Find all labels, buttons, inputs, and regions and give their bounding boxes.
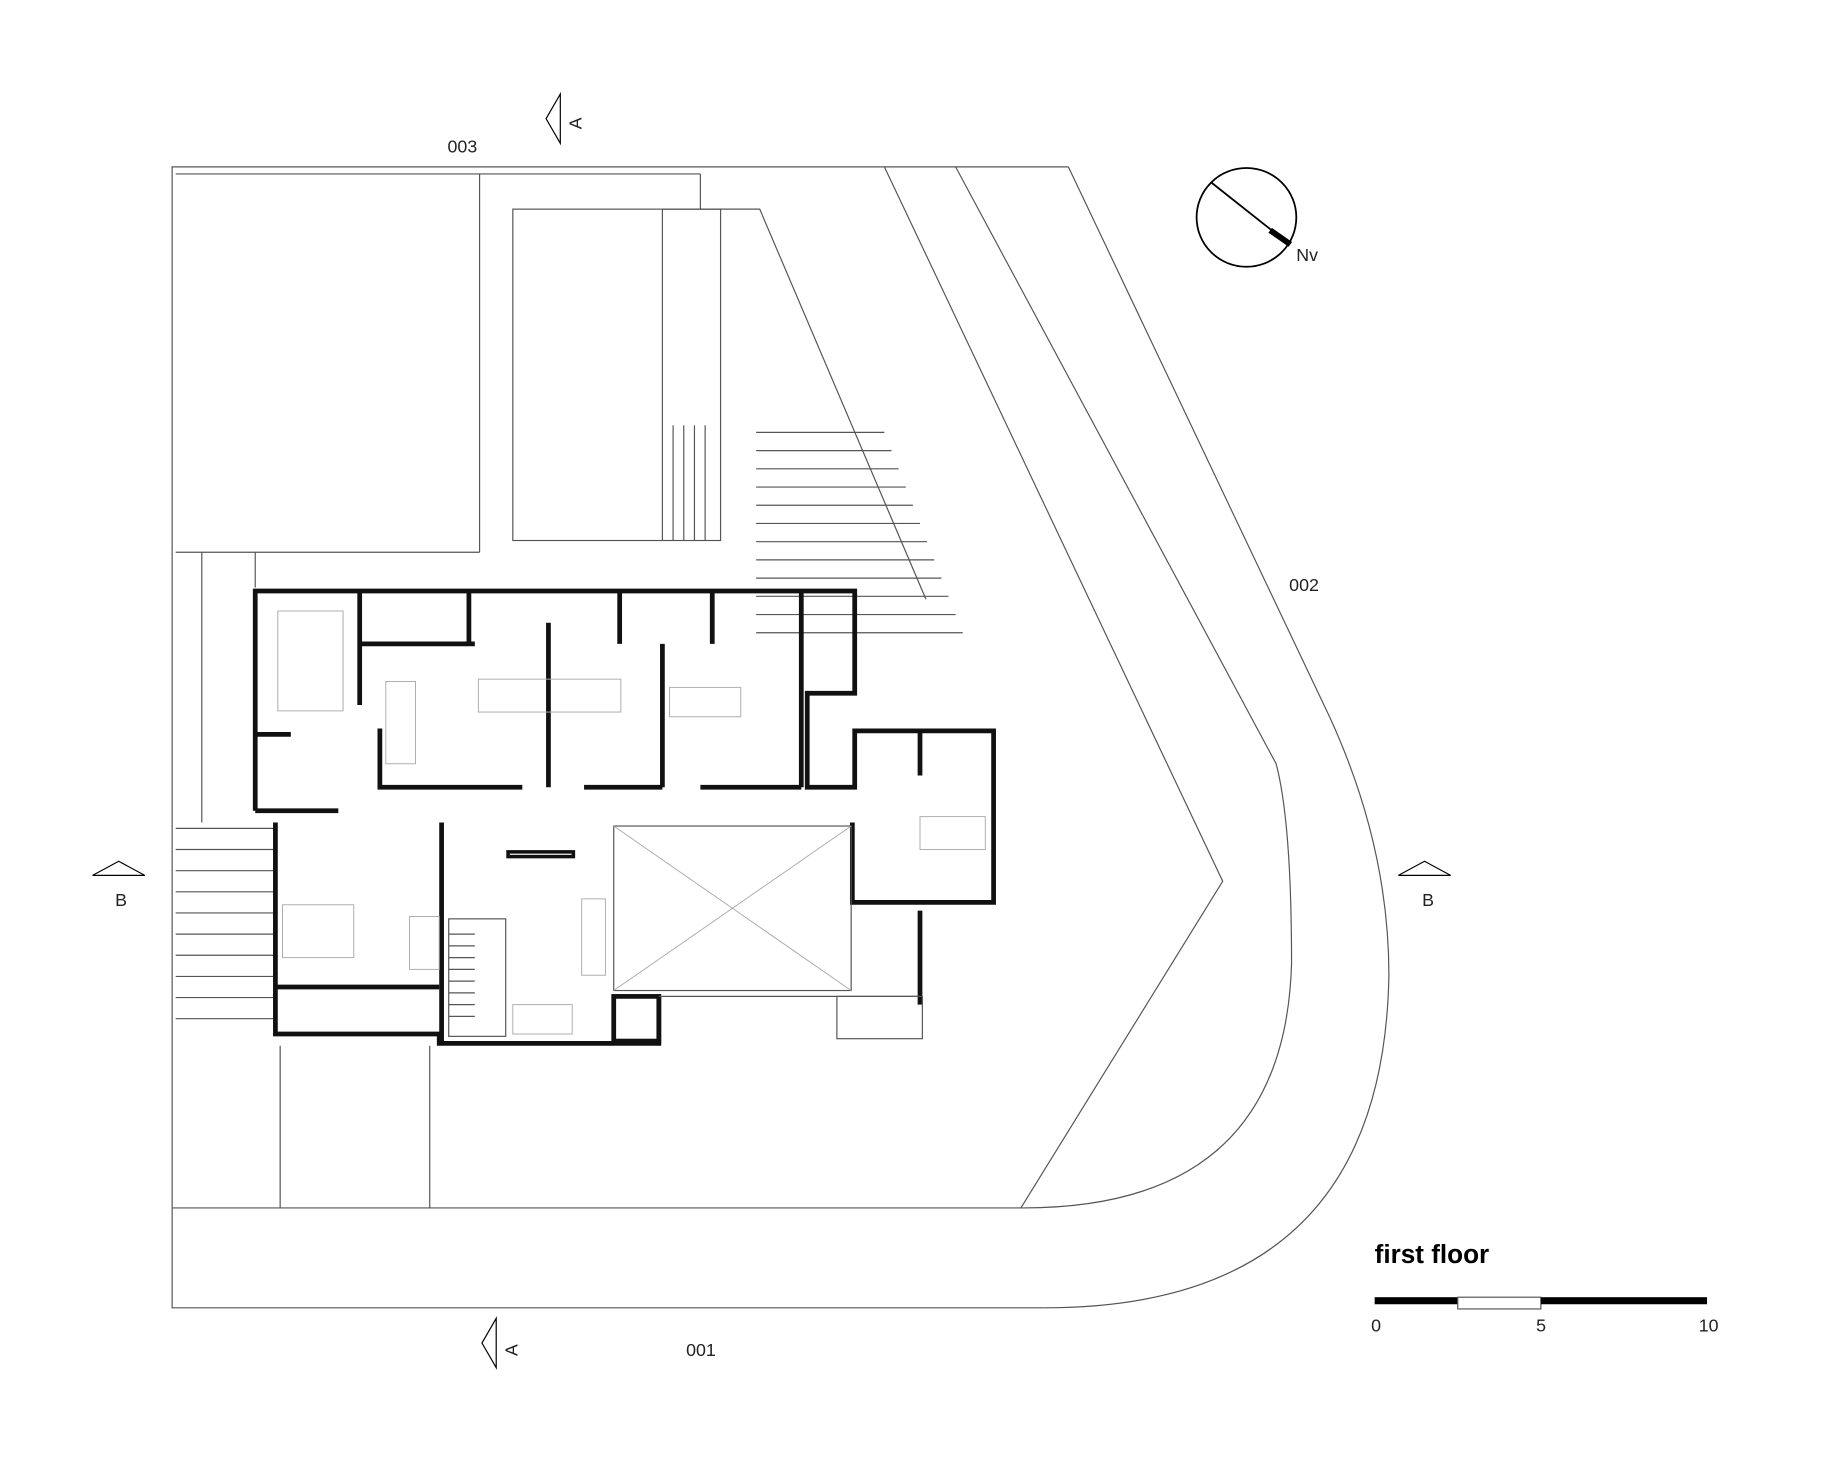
svg-text:A: A <box>501 1344 521 1356</box>
section-marker-a-top: A <box>545 91 586 146</box>
scale-tick-10: 10 <box>1699 1315 1719 1335</box>
site-outline <box>171 166 1390 1309</box>
building-walls <box>252 588 996 1046</box>
section-marker-b-left: B <box>92 860 146 910</box>
section-marker-b-right: B <box>1398 860 1451 910</box>
interior-stair <box>448 933 475 1017</box>
svg-text:B: B <box>1422 890 1434 910</box>
scale-bar: 0 5 10 <box>1371 1296 1719 1335</box>
svg-text:B: B <box>115 890 127 910</box>
scale-tick-5: 5 <box>1536 1315 1546 1335</box>
section-marker-a-bottom: A <box>481 1316 522 1370</box>
furniture <box>277 610 986 1037</box>
north-arrow-icon: Nv <box>1195 167 1318 268</box>
boundary-label-top: 003 <box>448 137 478 157</box>
svg-text:A: A <box>566 117 586 129</box>
boundary-label-right: 002 <box>1289 575 1319 595</box>
exterior-steps <box>175 425 963 1020</box>
north-label: Nv <box>1296 245 1318 265</box>
courtyard-void <box>613 825 923 1040</box>
scale-tick-0: 0 <box>1371 1315 1381 1335</box>
plan-title: first floor <box>1375 1239 1490 1269</box>
boundary-label-bottom: 001 <box>686 1340 716 1360</box>
